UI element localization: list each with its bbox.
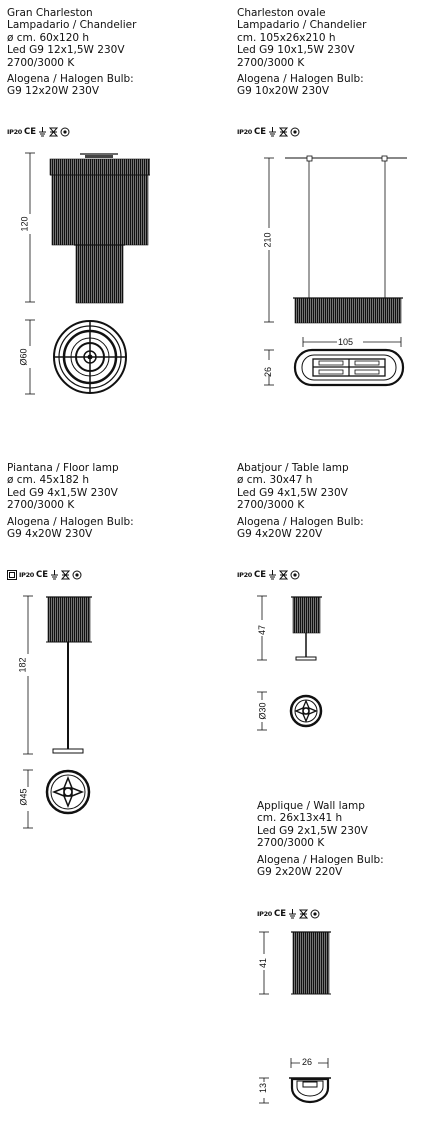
- piantana-drawing: [20, 595, 92, 829]
- product-led: Led G9 10x1,5W 230V: [237, 44, 355, 57]
- charleston-ovale-length-label: 105: [338, 337, 354, 347]
- product-abatjour-specs: Abatjour / Table lamp ø cm. 30x47 h Led …: [237, 462, 364, 540]
- certification-icons: IP20 CE: [7, 569, 82, 581]
- piantana-diameter-label: Ø45: [18, 788, 29, 806]
- bulb-safety-icon: [60, 127, 70, 137]
- product-kelvin: 2700/3000 K: [7, 499, 75, 512]
- dimmable-icon: [279, 570, 289, 580]
- product-size: cm. 26x13x41 h: [257, 812, 343, 825]
- product-bulb-label: Alogena / Halogen Bulb:: [7, 515, 134, 528]
- bulb-safety-icon: [290, 570, 300, 580]
- gran-charleston-diameter-label: Ø60: [18, 348, 29, 366]
- product-led: Led G9 2x1,5W 230V: [257, 824, 368, 837]
- ip-rating: IP20: [257, 910, 273, 918]
- product-type: Lampadario / Chandelier: [237, 19, 367, 32]
- applique-depth-label: 13: [258, 1082, 269, 1094]
- charleston-ovale-depth-label: 26: [263, 366, 274, 378]
- ce-mark: CE: [274, 909, 287, 919]
- product-kelvin: 2700/3000 K: [257, 837, 325, 850]
- ip-rating: IP20: [19, 571, 35, 579]
- product-kelvin: 2700/3000 K: [237, 499, 305, 512]
- product-name: Piantana / Floor lamp: [7, 462, 119, 474]
- ip-rating: IP20: [237, 128, 253, 136]
- product-name: Applique / Wall lamp: [257, 800, 365, 812]
- product-name: Gran Charleston: [7, 7, 93, 19]
- bulb-safety-icon: [72, 570, 82, 580]
- ip-rating: IP20: [7, 128, 23, 136]
- product-piantana-specs: Piantana / Floor lamp ø cm. 45x182 h Led…: [7, 462, 134, 540]
- bulb-safety-icon: [290, 127, 300, 137]
- product-name: Abatjour / Table lamp: [237, 462, 349, 474]
- product-size: ø cm. 45x182 h: [7, 474, 90, 487]
- product-led: Led G9 4x1,5W 230V: [237, 486, 348, 499]
- ground-icon: [269, 127, 277, 137]
- abatjour-diameter-label: Ø30: [257, 702, 268, 720]
- product-gran-charleston-specs: Gran Charleston Lampadario / Chandelier …: [7, 7, 136, 98]
- abatjour-drawing: [254, 595, 323, 731]
- product-led: Led G9 4x1,5W 230V: [7, 486, 118, 499]
- product-size: ø cm. 60x120 h: [7, 31, 90, 44]
- ground-icon: [289, 909, 297, 919]
- product-type: Lampadario / Chandelier: [7, 19, 137, 32]
- product-led: Led G9 12x1,5W 230V: [7, 44, 125, 57]
- dimmable-icon: [279, 127, 289, 137]
- charleston-ovale-drawing: [261, 155, 407, 387]
- product-bulb-value: G9 12x20W 230V: [7, 85, 100, 98]
- product-bulb-value: G9 4x20W 220V: [237, 528, 323, 541]
- applique-height-label: 41: [258, 957, 269, 969]
- ce-mark: CE: [24, 127, 37, 137]
- bulb-safety-icon: [310, 909, 320, 919]
- ground-icon: [269, 570, 277, 580]
- ip-rating: IP20: [237, 571, 253, 579]
- ce-mark: CE: [36, 570, 49, 580]
- applique-width-label: 26: [302, 1057, 313, 1067]
- product-bulb-value: G9 2x20W 220V: [257, 866, 343, 879]
- certification-icons: IP20 CE: [237, 569, 300, 581]
- ce-mark: CE: [254, 127, 267, 137]
- piantana-height-label: 182: [17, 657, 28, 673]
- dimmable-icon: [49, 127, 59, 137]
- dimmable-icon: [61, 570, 71, 580]
- ground-icon: [39, 127, 47, 137]
- certification-icons: IP20 CE: [257, 908, 320, 920]
- product-bulb-label: Alogena / Halogen Bulb:: [237, 73, 364, 86]
- product-bulb-label: Alogena / Halogen Bulb:: [237, 515, 364, 528]
- product-charleston-ovale-specs: Charleston ovale Lampadario / Chandelier…: [237, 7, 366, 98]
- certification-icons: IP20 CE: [7, 126, 70, 138]
- product-applique-specs: Applique / Wall lamp cm. 26x13x41 h Led …: [257, 800, 384, 878]
- product-size: cm. 105x26x210 h: [237, 31, 336, 44]
- product-kelvin: 2700/3000 K: [7, 56, 75, 69]
- ground-icon: [51, 570, 59, 580]
- product-bulb-value: G9 10x20W 230V: [237, 85, 330, 98]
- applique-drawing: [256, 931, 331, 1104]
- product-size: ø cm. 30x47 h: [237, 474, 313, 487]
- double-insulation-icon: [7, 570, 17, 580]
- product-bulb-label: Alogena / Halogen Bulb:: [257, 853, 384, 866]
- gran-charleston-drawing: [22, 152, 150, 395]
- certification-icons: IP20 CE: [237, 126, 300, 138]
- product-bulb-label: Alogena / Halogen Bulb:: [7, 73, 134, 86]
- product-kelvin: 2700/3000 K: [237, 56, 305, 69]
- product-bulb-value: G9 4x20W 230V: [7, 528, 93, 541]
- gran-charleston-height-label: 120: [19, 216, 30, 232]
- ce-mark: CE: [254, 570, 267, 580]
- charleston-ovale-height-label: 210: [262, 232, 273, 248]
- product-name: Charleston ovale: [237, 7, 326, 19]
- dimmable-icon: [299, 909, 309, 919]
- abatjour-height-label: 47: [257, 624, 268, 636]
